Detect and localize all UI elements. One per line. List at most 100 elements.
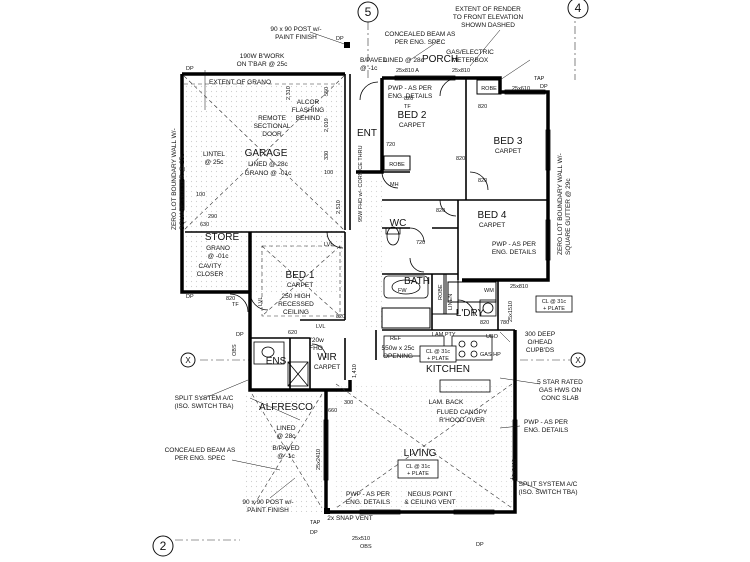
snap-vent: 2x SNAP VENT (327, 515, 372, 522)
lintel-note-1: LINTEL (203, 151, 225, 158)
dim-25x1510: 25x1510 (508, 301, 514, 322)
pwp-porch-2: ENG. DETAILS (388, 93, 433, 100)
dim-820-bed4: 820 (436, 208, 445, 214)
living-tile-texture (333, 382, 513, 512)
robe-blocks (381, 79, 502, 329)
split-left-2: (ISO. SWITCH TBA) (174, 403, 233, 410)
dim-630: 630 (200, 222, 209, 228)
split-right-2: (ISO. SWITCH TBA) (518, 489, 577, 496)
cupbds-1: 300 DEEP (525, 331, 555, 338)
brickwork-note-2: ON T'BAR @ 25c (237, 61, 288, 68)
dim-820-bed3: 820 (478, 104, 487, 110)
porch-paved: B/PAVED (360, 57, 388, 64)
store-grano: GRANO (206, 245, 230, 252)
grid-lines (175, 10, 576, 541)
zero-lot-left-2: SQUARE GUTTER @ 25c (179, 153, 186, 230)
dim-2310: 2,310 (286, 86, 292, 100)
label-robe-bed2: ROBE (389, 162, 405, 168)
recessed-3: CEILING (283, 309, 309, 316)
dim-550: 550 (324, 87, 330, 96)
dim-820-hall: 820 (456, 156, 465, 162)
label-mh: MH (390, 182, 399, 188)
label-tap: TAP (534, 76, 545, 82)
label-dp-3: DP (540, 84, 548, 90)
svg-text:+ PLATE: + PLATE (543, 306, 565, 312)
post-note-bottom-1: 90 x 90 POST w/- (242, 499, 293, 506)
bed2-floor: CARPET (399, 122, 425, 129)
cl-plate-living: CL @ 31c + PLATE (397, 459, 439, 479)
opening-2: OPENING (383, 353, 413, 360)
room-bed2: BED 2 (398, 110, 427, 121)
label-dp-5: DP (236, 332, 244, 338)
bed3-floor: CARPET (495, 148, 521, 155)
room-ldry: L'DRY (456, 308, 485, 319)
post-note-top-2: PAINT FINISH (275, 34, 317, 41)
grid-marker-5: 5 (357, 1, 379, 23)
dim-660: 660 (328, 408, 337, 414)
post-note-top-1: 90 x 90 POST w/- (270, 26, 321, 33)
room-wc: WC (390, 218, 407, 229)
svg-text:CL @ 31c: CL @ 31c (426, 349, 451, 355)
dashed-guides (183, 75, 513, 509)
grid-marker-4: 4 (567, 0, 589, 19)
negus-1: NEGUS POINT (408, 491, 453, 498)
room-garage: GARAGE (245, 148, 288, 159)
render-note-2: TO FRONT ELEVATION (453, 14, 524, 21)
alfresco-level: @ 28c (277, 433, 297, 440)
dim-100-1: 100 (196, 192, 205, 198)
concealed-beam-top-2: PER ENG. SPEC (395, 39, 446, 46)
dim-820-bed1: 820 (336, 314, 345, 320)
svg-text:CL @ 31c: CL @ 31c (406, 464, 431, 470)
remote-door-3: DOOR (262, 131, 282, 138)
cupbds-2: O/HEAD (528, 339, 553, 346)
dim-16x2410: 16x2410 (512, 459, 518, 480)
dim-2019: 2,019 (324, 118, 330, 132)
gas-hws-3: CONC SLAB (541, 395, 579, 402)
label-lvl-2: LVL (316, 324, 325, 330)
fho-2: FHO (309, 345, 323, 352)
section-marker-right: X (570, 352, 586, 368)
split-right-1: SPLIT SYSTEM A/C (519, 481, 578, 488)
svg-text:CL @ 31c: CL @ 31c (542, 299, 567, 305)
alcor-note-3: BEHIND (296, 115, 321, 122)
svg-text:4: 4 (575, 1, 582, 15)
opening-1: 550w x 25c (382, 345, 416, 352)
dim-290: 290 (208, 214, 217, 220)
svg-text:5: 5 (365, 5, 372, 19)
gas-meter-note-1: GAS/ELECTRIC (446, 49, 494, 56)
label-gas-hp: GAS HP (480, 352, 501, 358)
dim-820-store: 820 (226, 296, 235, 302)
room-porch: PORCH (422, 54, 458, 65)
room-bed3: BED 3 (494, 136, 523, 147)
dim-330: 330 (324, 151, 330, 160)
garage-grano: GRANO @ -01c (245, 170, 292, 177)
dim-300: 300 (344, 400, 353, 406)
dim-25x810-c: 25x810 (510, 284, 528, 290)
svg-text:X: X (575, 356, 581, 365)
zero-lot-right: ZERO LOT BOUNDARY WALL W/- (557, 153, 564, 255)
pwp-bed4-2: ENG. DETAILS (492, 249, 537, 256)
negus-2: & CEILING VENT (404, 499, 455, 506)
label-robe-bed3: ROBE (481, 86, 497, 92)
cupbds-3: CUPB'DS (526, 347, 555, 354)
alcor-note-1: ALCOR (297, 99, 320, 106)
wir-floor: CARPET (314, 364, 340, 371)
label-lvl-3: LVL (258, 297, 264, 306)
dim-820-ldry: 820 (480, 320, 489, 326)
gas-meter-note-2: METERBOX (452, 57, 489, 64)
label-dp-2: DP (336, 36, 344, 42)
zero-lot-right-2: SQUARE GUTTER @ 29c (565, 178, 572, 255)
bed4-floor: CARPET (479, 222, 505, 229)
alfresco-paved-level: @ -1c (277, 453, 295, 460)
render-note-1: EXTENT OF RENDER (455, 6, 521, 13)
dim-720-wc: 720 (416, 240, 425, 246)
label-fw: FW (398, 288, 407, 294)
porch-lined: LINED @ 28c (384, 57, 425, 64)
room-living: LIVING (404, 448, 437, 459)
section-marker-left: X (180, 352, 196, 368)
label-dp-4: DP (186, 294, 194, 300)
label-linen: LINEN (448, 294, 454, 310)
gas-hws-1: 5 STAR RATED (537, 379, 583, 386)
svg-text:+ PLATE: + PLATE (407, 471, 429, 477)
